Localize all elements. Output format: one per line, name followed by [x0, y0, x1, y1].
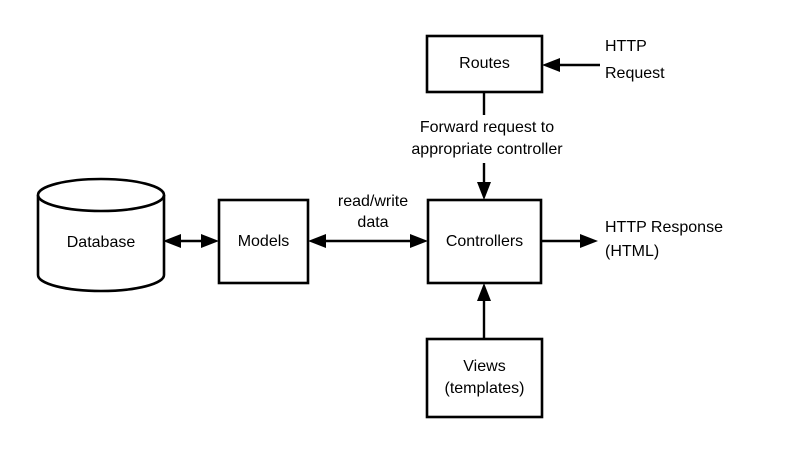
arrow-head-into-models-left	[201, 234, 219, 248]
arrow-head-into-controllers-bottom	[477, 283, 491, 301]
edge-models-to-controllers	[308, 234, 428, 248]
database-label: Database	[67, 234, 136, 251]
label-read-write-data: read/write data	[338, 193, 408, 231]
node-routes[interactable]: Routes	[425, 34, 544, 94]
database-cylinder-top	[36, 177, 166, 213]
controllers-box	[426, 198, 543, 285]
database-cylinder-body	[36, 195, 166, 293]
views-label-line1: Views	[463, 358, 505, 375]
http-request-line1: HTTP	[605, 38, 647, 55]
edge-http-request-to-routes	[542, 58, 600, 72]
controllers-label: Controllers	[446, 233, 523, 250]
label-forward-request: Forward request to appropriate controlle…	[388, 115, 588, 163]
arrow-head-into-controllers-left	[410, 234, 428, 248]
node-views[interactable]: Views (templates)	[425, 337, 544, 419]
node-database[interactable]: Database	[36, 177, 166, 293]
models-label: Models	[238, 233, 290, 250]
edge-database-to-models	[163, 234, 219, 248]
edge-controllers-to-http-response	[541, 234, 598, 248]
edge-views-to-controllers	[477, 283, 491, 339]
forward-request-line1: Forward request to	[420, 119, 554, 136]
http-response-line1: HTTP Response	[605, 219, 723, 236]
forward-request-line2: appropriate controller	[411, 141, 563, 158]
read-write-line1: read/write	[338, 193, 408, 210]
label-http-request: HTTP Request	[605, 38, 665, 82]
models-box	[217, 198, 310, 285]
arrow-head-into-http-response	[580, 234, 598, 248]
routes-label: Routes	[459, 55, 510, 72]
views-box	[425, 337, 544, 419]
label-http-response: HTTP Response (HTML)	[605, 219, 723, 260]
routes-box	[425, 34, 544, 94]
arrow-head-into-database	[163, 234, 181, 248]
http-request-line2: Request	[605, 65, 665, 82]
http-response-line2: (HTML)	[605, 243, 659, 260]
views-label-line2: (templates)	[444, 380, 524, 397]
node-models[interactable]: Models	[217, 198, 310, 285]
arrow-head-into-models-right	[308, 234, 326, 248]
node-controllers[interactable]: Controllers	[426, 198, 543, 285]
edge-routes-to-controllers	[477, 92, 491, 200]
arrow-head-into-routes	[542, 58, 560, 72]
arrow-head-into-controllers-top	[477, 182, 491, 200]
forward-request-label-backdrop	[388, 115, 588, 163]
read-write-line2: data	[357, 214, 388, 231]
